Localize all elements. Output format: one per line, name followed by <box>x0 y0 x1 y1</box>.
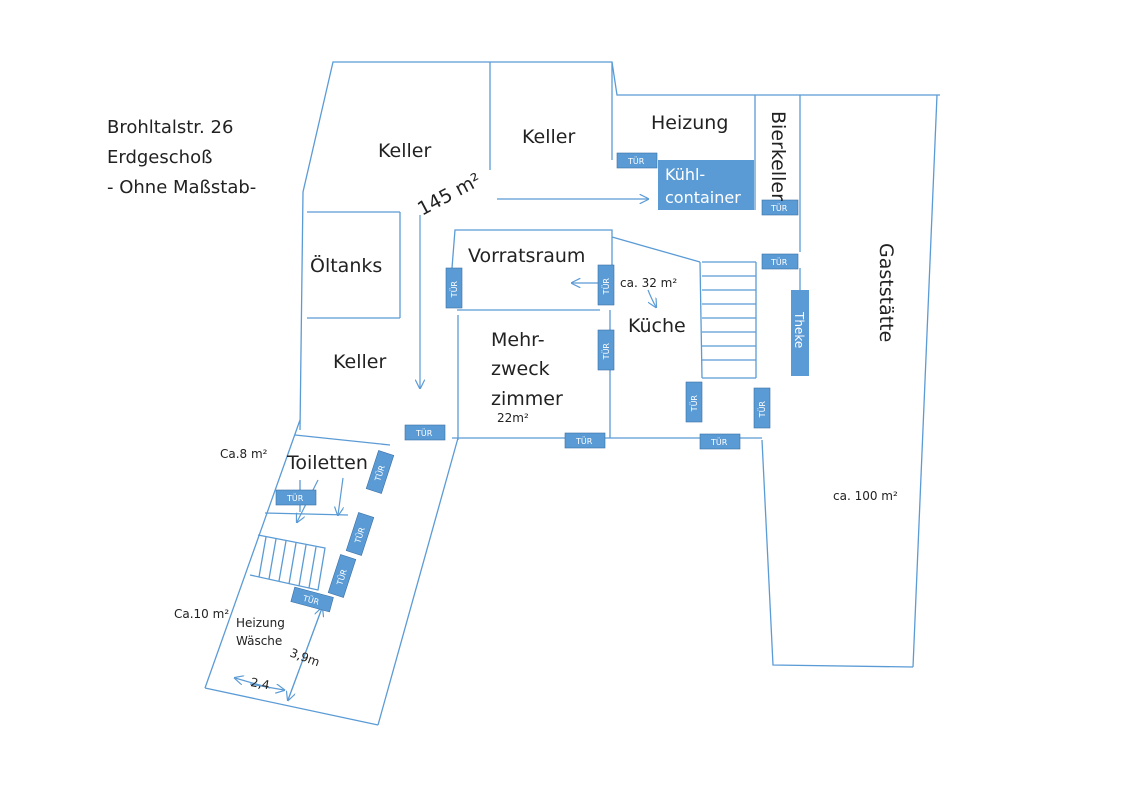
svg-text:TÜR: TÜR <box>627 156 645 166</box>
arrows <box>235 199 656 700</box>
wall-toiletten-top <box>294 434 391 446</box>
door-1: TÜR <box>616 152 658 169</box>
svg-text:TÜR: TÜR <box>601 343 611 361</box>
room-keller-2: Keller <box>522 126 575 148</box>
svg-text:TÜR: TÜR <box>286 493 304 503</box>
door-16: TÜR <box>290 586 334 613</box>
room-bierkeller: Bierkeller <box>767 111 789 201</box>
dim-3-9: 3,9m <box>288 646 322 670</box>
svg-text:TÜR: TÜR <box>415 428 433 438</box>
stairs-kitchen <box>702 261 757 379</box>
kuehl-label-2: container <box>665 188 741 207</box>
wall-lower-bottom <box>204 687 379 726</box>
svg-text:TÜR: TÜR <box>710 437 728 447</box>
stairs-lower <box>249 534 326 591</box>
address-label: Brohltalstr. 26 <box>107 117 233 138</box>
svg-text:TÜR: TÜR <box>301 593 321 607</box>
floor-label: Erdgeschoß <box>107 147 212 168</box>
room-toiletten: Toiletten <box>286 452 368 474</box>
door-14: TÜR <box>345 512 375 556</box>
wall-lower-right <box>377 437 459 726</box>
wall-lower-left <box>204 419 301 689</box>
room-waesche: Wäsche <box>236 634 282 648</box>
door-12: TÜR <box>365 450 395 494</box>
area-100: ca. 100 m² <box>833 489 898 503</box>
area-32: ca. 32 m² <box>620 276 677 290</box>
room-keller-1: Keller <box>378 140 431 162</box>
wall-gaststaette-right <box>912 94 938 668</box>
area-145: 145 m² <box>414 169 485 221</box>
kuehlcontainer: Kühl- container <box>658 160 754 210</box>
door-4: TÜR <box>445 267 463 309</box>
area-8: Ca.8 m² <box>220 447 268 461</box>
walls <box>204 61 940 726</box>
door-11: TÜR <box>699 433 741 450</box>
room-heizung: Heizung <box>651 112 728 134</box>
room-kueche: Küche <box>628 315 686 337</box>
room-gaststaette: Gaststätte <box>875 243 897 342</box>
wall-toiletten-mid <box>264 512 349 516</box>
room-vorratsraum: Vorratsraum <box>468 245 585 267</box>
room-heizung-2: Heizung <box>236 616 285 630</box>
svg-text:TÜR: TÜR <box>575 436 593 446</box>
svg-text:TÜR: TÜR <box>689 395 699 413</box>
kuehl-label-1: Kühl- <box>665 165 705 184</box>
scale-note: - Ohne Maßstab- <box>107 177 256 198</box>
wall-kueche-right <box>699 261 703 379</box>
wall-kueche-top <box>611 236 701 263</box>
wall-gaststaette-bottom <box>761 439 914 668</box>
room-mehr-3: zimmer <box>491 388 563 410</box>
svg-text:TÜR: TÜR <box>770 203 788 213</box>
theke: Theke <box>791 290 809 376</box>
area-22: 22m² <box>497 411 529 425</box>
room-oeltanks: Öltanks <box>310 254 382 277</box>
svg-text:TÜR: TÜR <box>449 281 459 299</box>
svg-text:TÜR: TÜR <box>770 257 788 267</box>
door-10: TÜR <box>564 432 606 449</box>
room-mehr-1: Mehr- <box>491 329 545 351</box>
door-3: TÜR <box>761 253 799 270</box>
wall-top-left <box>299 61 940 431</box>
door-5: TÜR <box>597 264 615 306</box>
svg-text:TÜR: TÜR <box>601 278 611 296</box>
theke-label: Theke <box>792 311 806 348</box>
door-15: TÜR <box>327 554 357 598</box>
dim-2-4: 2,4 <box>249 675 270 692</box>
door-7: TÜR <box>685 381 703 423</box>
door-9: TÜR <box>404 424 446 441</box>
area-10: Ca.10 m² <box>174 607 229 621</box>
svg-text:TÜR: TÜR <box>757 401 767 419</box>
room-keller-3: Keller <box>333 351 386 373</box>
door-13: TÜR <box>275 489 317 506</box>
door-2: TÜR <box>761 199 799 216</box>
door-8: TÜR <box>753 387 771 429</box>
room-mehr-2: zweck <box>491 358 550 380</box>
door-6: TÜR <box>597 329 615 371</box>
wall-vorrat <box>451 229 613 269</box>
